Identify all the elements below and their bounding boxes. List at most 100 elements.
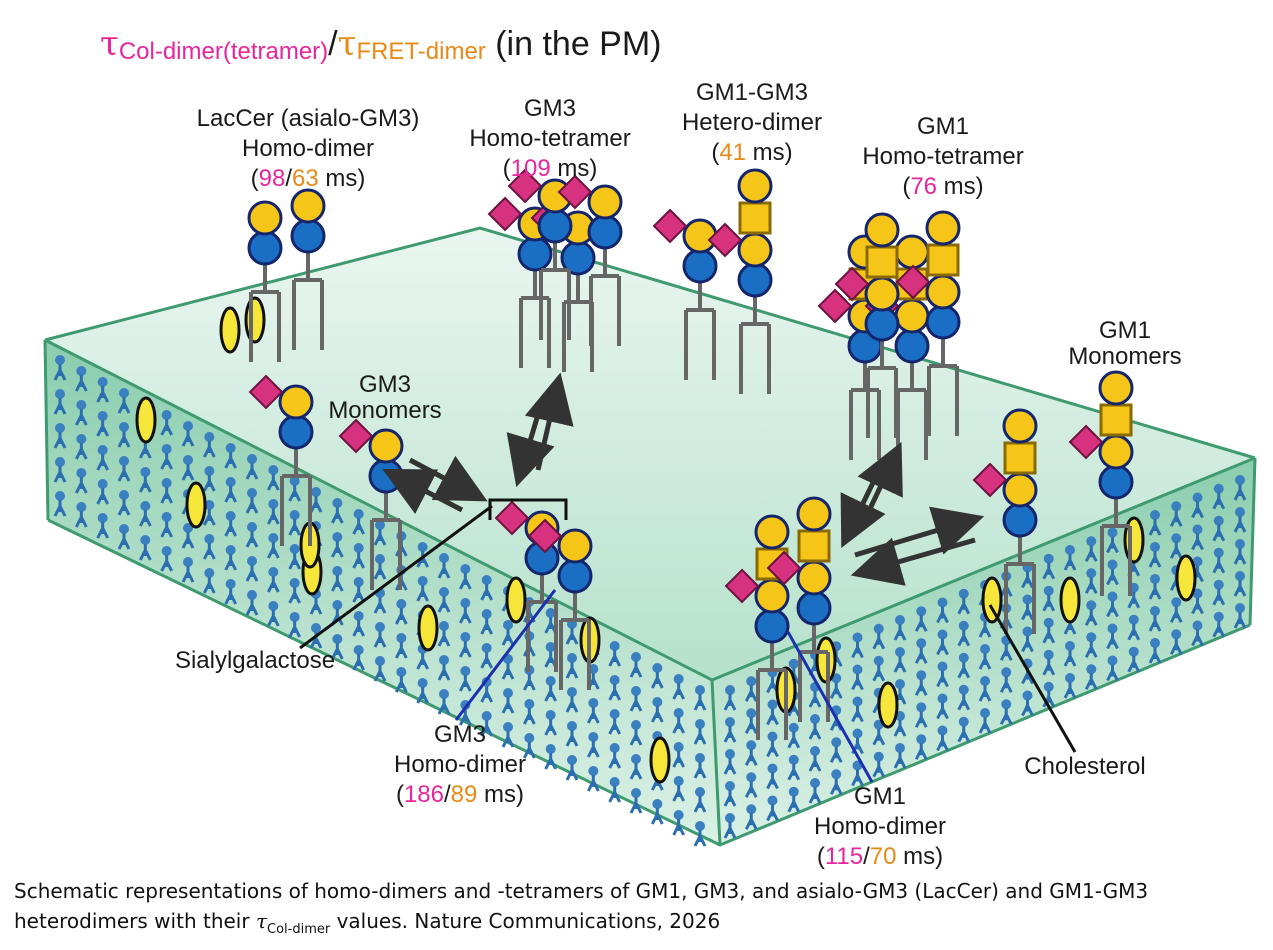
- lipid-tail: [544, 719, 558, 736]
- lipid-icon: [808, 746, 822, 772]
- lipid-icon: [936, 661, 949, 688]
- lipid-head: [1128, 646, 1139, 657]
- lipid-icon: [608, 675, 622, 701]
- lipid-icon: [53, 423, 67, 449]
- lipid-icon: [957, 620, 971, 647]
- lipid-icon: [1084, 664, 1098, 690]
- lipid-head: [311, 487, 321, 497]
- lipid-head: [567, 653, 577, 663]
- lipid-tail: [480, 618, 494, 635]
- lipid-head: [588, 698, 599, 708]
- lipid-chain: [539, 240, 571, 340]
- lipid-tail: [608, 650, 622, 667]
- gm1-molecule: [766, 496, 832, 722]
- lipid-tail: [565, 730, 579, 747]
- cholesterol-pointer-line: [988, 604, 1077, 753]
- label-line: GM3: [433, 721, 486, 748]
- lipid-tail: [999, 708, 1013, 725]
- lipid-tail: [744, 781, 758, 798]
- lipid-head: [439, 689, 449, 699]
- lipid-tail: [872, 728, 886, 746]
- lipid-tail: [936, 702, 949, 720]
- lipid-icon: [416, 576, 430, 602]
- lipid-head: [1043, 585, 1054, 596]
- lipid-tail: [808, 723, 822, 740]
- lipid-head: [353, 543, 364, 553]
- lipid-tail: [117, 533, 131, 550]
- pink-diamond-icon: [817, 288, 853, 324]
- lipid-icon: [1021, 594, 1034, 621]
- lipid-icon: [202, 432, 216, 458]
- yellow-square-icon: [1003, 441, 1037, 475]
- lipid-head: [204, 534, 215, 544]
- lipid-tail: [1169, 542, 1183, 559]
- lipid-head: [140, 467, 151, 477]
- lipid-icon: [978, 708, 992, 734]
- lipid-icon: [629, 720, 643, 746]
- lipid-head: [183, 523, 193, 533]
- lipid-tail: [872, 664, 886, 682]
- lipid-head: [1171, 533, 1182, 544]
- lipid-icon: [288, 578, 302, 604]
- lipid-tail: [723, 694, 737, 711]
- yellow-circle-icon: [737, 168, 773, 204]
- lipid-tail: [723, 790, 737, 807]
- lipid-tail: [1148, 615, 1162, 632]
- lipid-head: [916, 670, 927, 681]
- lipid-head: [161, 546, 172, 556]
- lipid-head: [1213, 547, 1224, 558]
- lipid-head: [119, 422, 129, 432]
- equilibrium-arrows: [382, 372, 985, 586]
- lipid-head: [97, 513, 108, 523]
- label-line: GM1: [853, 783, 906, 810]
- tau-col-value: 98: [258, 165, 286, 192]
- lipid-tail: [1021, 635, 1034, 653]
- lipid-icon: [288, 544, 302, 570]
- lipid-head: [332, 498, 343, 508]
- yellow-circle-icon: [894, 298, 930, 334]
- lipid-head: [788, 786, 799, 797]
- lipid-head: [1086, 536, 1097, 547]
- lipid-head: [353, 645, 364, 655]
- lipid-icon: [96, 513, 110, 539]
- lipid-head: [673, 708, 684, 718]
- lipid-tail: [808, 755, 822, 772]
- lipid-tail: [1063, 650, 1077, 667]
- lipid-tail: [936, 670, 949, 688]
- lipid-icon: [565, 653, 579, 679]
- lipid-tail: [181, 464, 195, 481]
- unit: ms): [550, 155, 598, 182]
- lipid-head: [588, 732, 599, 742]
- lipid-icon: [266, 499, 280, 525]
- lipid-icon: [1233, 539, 1247, 565]
- lipid-icon: [245, 488, 259, 514]
- lipid-head: [916, 606, 927, 617]
- diagram-title: τCol-dimer(tetramer)/τFRET-dimer (in the…: [100, 24, 662, 66]
- lipid-head: [788, 722, 799, 733]
- lipid-tail: [416, 585, 430, 602]
- lipid-head: [1128, 614, 1139, 625]
- lipid-tail: [829, 746, 843, 763]
- lipid-icon: [1063, 641, 1077, 667]
- lipid-head: [767, 795, 778, 806]
- cholesterol-icon: [219, 306, 241, 354]
- lipid-tail: [1191, 597, 1204, 615]
- lipid-tail: [117, 431, 131, 448]
- lipid-icon: [565, 687, 579, 713]
- lipid-head: [76, 468, 87, 478]
- lipid-chain: [559, 590, 591, 690]
- lipid-head: [311, 623, 321, 633]
- lipid-icon: [1191, 620, 1204, 647]
- lipid-icon: [693, 753, 707, 779]
- lipid-head: [332, 566, 343, 576]
- lipid-head: [225, 511, 236, 521]
- lipid-icon: [96, 377, 110, 403]
- lipid-head: [1150, 638, 1160, 648]
- lipid-chain: [684, 280, 716, 380]
- lipid-icon: [914, 670, 928, 696]
- lipid-chain: [798, 622, 830, 722]
- lipid-head: [695, 787, 705, 797]
- lipid-tail: [1212, 620, 1226, 638]
- lipid-tail: [1021, 603, 1034, 621]
- lipid-tail: [480, 584, 494, 601]
